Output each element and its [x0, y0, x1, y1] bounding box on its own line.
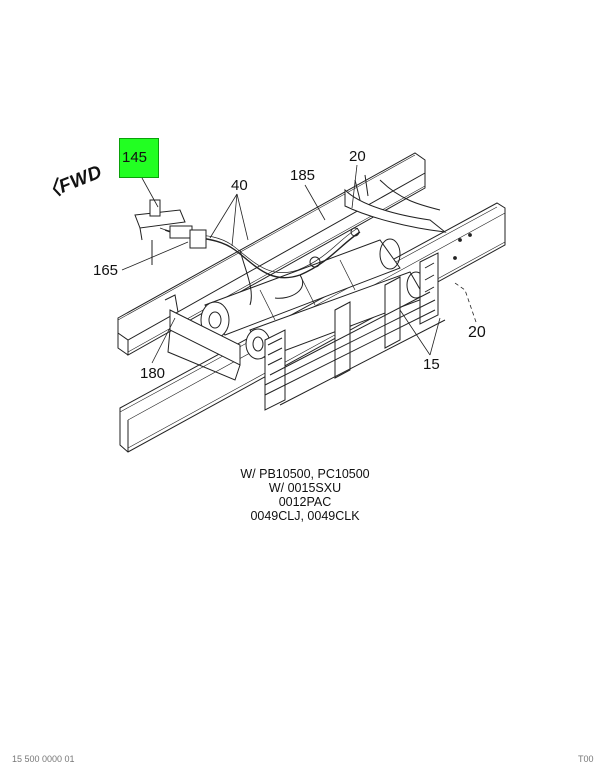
- note-line: W/ 0015SXU: [268, 481, 342, 495]
- footer-part-number: 15 500 0000 01: [12, 754, 75, 764]
- cross-member: [344, 174, 447, 233]
- callout-15: 15: [423, 356, 440, 373]
- leader-lines: [121, 164, 477, 364]
- note-line: W/ PB10500, PC10500: [240, 467, 370, 481]
- note-line: 0012PAC: [278, 495, 332, 509]
- mounting-brackets: [264, 252, 446, 411]
- callout-20-top: 20: [349, 148, 366, 165]
- applicability-notes: W/ PB10500, PC10500 W/ 0015SXU 0012PAC 0…: [0, 467, 610, 523]
- battery-box: [164, 294, 241, 381]
- callout-180: 180: [140, 365, 166, 382]
- callout-20-right: 20: [468, 324, 486, 341]
- highlighted-callout-box: [119, 138, 159, 178]
- callout-185: 185: [290, 167, 316, 184]
- footer-code: T00: [578, 754, 594, 764]
- callout-165: 165: [93, 262, 119, 279]
- callout-40: 40: [231, 177, 248, 194]
- valve-assembly: [134, 199, 207, 265]
- note-line: 0049CLJ, 0049CLK: [250, 509, 360, 523]
- callout-145: 145: [122, 149, 148, 166]
